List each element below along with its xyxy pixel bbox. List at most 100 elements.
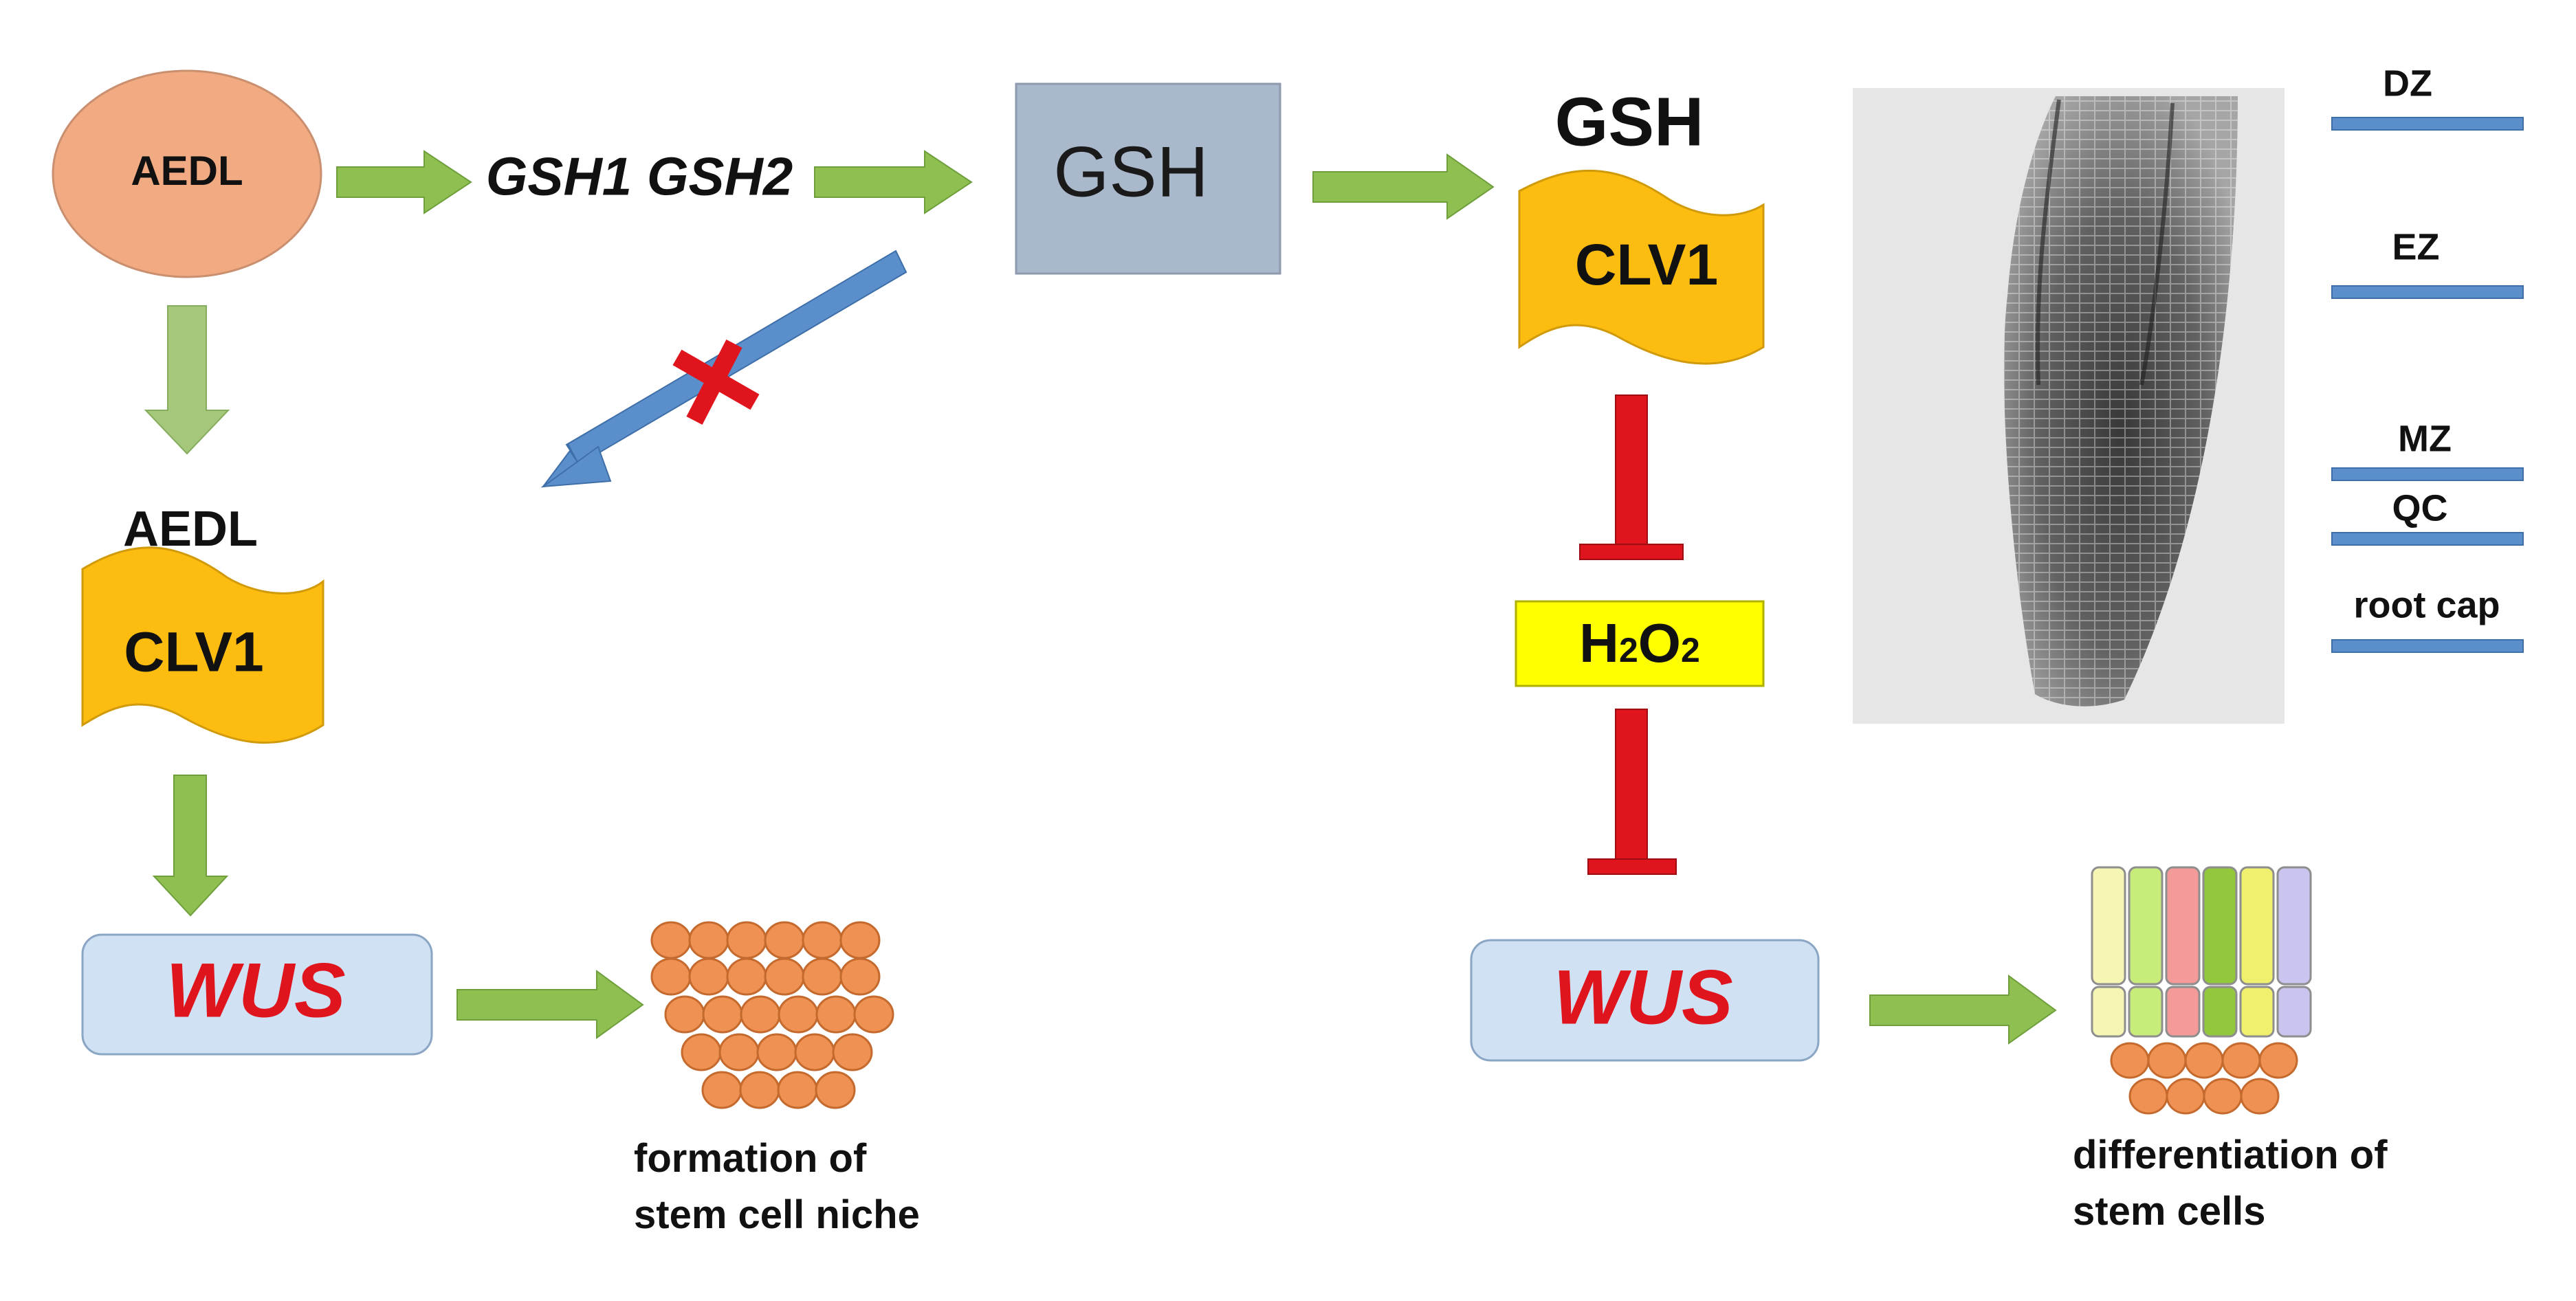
stem-cell <box>718 1033 760 1071</box>
gsh-box: GSH <box>1015 82 1281 275</box>
diff-cell-upper <box>2165 866 2201 986</box>
blue-arrow-head <box>540 445 612 488</box>
inhibit-stem-top <box>1615 394 1648 554</box>
stem-cell <box>839 921 881 959</box>
inhibit-bar-top <box>1579 544 1684 560</box>
gsh-box-rect <box>1015 82 1281 275</box>
blocked-arrow <box>540 249 907 488</box>
wus-right-label: WUS <box>1553 955 1732 1041</box>
inhibit-clv1-h2o2 <box>1579 394 1684 560</box>
inhibit-bar-bottom <box>1587 858 1677 875</box>
diff-cell-lower <box>2276 986 2312 1038</box>
zone-label: root cap <box>2353 584 2500 625</box>
stem-cell <box>794 1033 835 1071</box>
stem-cell <box>777 1071 818 1109</box>
stem-cell <box>764 921 805 959</box>
clv1-left: CLV1 <box>81 546 324 744</box>
stem-cell <box>2184 1042 2224 1079</box>
caption-right-line1: differentiation of <box>2073 1133 2388 1177</box>
caption-left-line1: formation of <box>634 1136 867 1181</box>
arrow-aedl-down <box>144 305 230 455</box>
stem-cell <box>688 957 729 996</box>
stem-cell <box>702 995 743 1034</box>
clv1-left-label: CLV1 <box>124 621 264 684</box>
stem-cell <box>726 921 767 959</box>
stem-cell <box>802 957 843 996</box>
diff-cell-lower <box>2091 986 2126 1038</box>
arrow-wus-to-niche <box>456 970 644 1039</box>
stem-cell-cluster-icon <box>650 921 894 1109</box>
stem-cell <box>650 957 692 996</box>
wus-left-box: WUS <box>81 933 433 1056</box>
stem-cell <box>815 1071 856 1109</box>
inhibit-stem-bottom <box>1615 709 1648 865</box>
stem-cell <box>739 1071 780 1109</box>
arrow-gsh-genes-to-gsh-box <box>814 150 973 214</box>
stem-cell <box>2203 1078 2243 1115</box>
stem-cell <box>2110 1042 2150 1079</box>
wus-right-box: WUS <box>1470 939 1820 1062</box>
diff-cell-lower <box>2165 986 2201 1038</box>
zone-label: MZ <box>2398 418 2452 459</box>
stem-cell <box>2240 1078 2280 1115</box>
zone-marker-bar <box>2331 285 2524 299</box>
diff-cell-upper <box>2239 866 2275 986</box>
stem-cell <box>2221 1042 2261 1079</box>
stem-cell <box>853 995 894 1034</box>
wus-left-label: WUS <box>166 948 345 1034</box>
stem-cell <box>701 1071 742 1109</box>
arrow-gsh-box-to-clv1 <box>1312 153 1495 220</box>
stem-cell <box>839 957 881 996</box>
zone-marker-bar <box>2331 532 2524 546</box>
stem-cell <box>740 995 781 1034</box>
h2o2-rect <box>1515 600 1765 687</box>
stem-cell <box>802 921 843 959</box>
zone-marker-bar <box>2331 467 2524 481</box>
root-tip-micrograph <box>1853 88 2285 724</box>
arrow-clv1-to-wus-left <box>152 775 229 917</box>
aedl-node: AEDL <box>52 69 322 278</box>
stem-cell <box>2147 1042 2187 1079</box>
clv1-right: CLV1 <box>1518 169 1765 365</box>
stem-cell <box>726 957 767 996</box>
zone-label: DZ <box>2383 63 2432 104</box>
diff-cell-upper <box>2276 866 2312 986</box>
gsh-title: GSH <box>1555 83 1704 160</box>
block-cross-icon <box>672 340 760 425</box>
clv1-right-wave <box>1518 169 1765 365</box>
clv1-right-label: CLV1 <box>1575 232 1718 297</box>
aedl-oval <box>52 69 322 278</box>
stem-cell <box>832 1033 873 1071</box>
stem-cell <box>664 995 705 1034</box>
stem-cell <box>681 1033 722 1071</box>
stem-cell <box>756 1033 797 1071</box>
h2o2-box: H2O2 <box>1515 600 1765 687</box>
stem-cell <box>688 921 729 959</box>
zone-marker-bar <box>2331 117 2524 131</box>
h2o2-label: H2O2 <box>1579 612 1700 674</box>
diff-cell-upper <box>2202 866 2238 986</box>
stem-cell <box>2128 1078 2168 1115</box>
gsh-genes-label: GSH1 GSH2 <box>486 146 793 207</box>
stem-cell <box>650 921 692 959</box>
diff-cell-lower <box>2128 986 2164 1038</box>
clv1-left-wave <box>81 546 324 744</box>
wus-right-rect <box>1470 939 1820 1062</box>
stem-cell <box>764 957 805 996</box>
stem-cell <box>2258 1042 2298 1079</box>
root-zone-legend: DZ EZ MZ QC root cap <box>2331 63 2524 653</box>
diff-cell-upper <box>2091 866 2126 986</box>
diff-cell-upper <box>2128 866 2164 986</box>
inhibit-h2o2-wus <box>1587 709 1677 875</box>
wus-left-rect <box>81 933 433 1056</box>
arrow-aedl-to-gsh-genes <box>336 150 472 214</box>
caption-left-line2: stem cell niche <box>634 1192 920 1237</box>
zone-label: QC <box>2392 487 2448 529</box>
stem-cell <box>815 995 857 1034</box>
diff-cell-lower <box>2202 986 2238 1038</box>
gsh-box-label: GSH <box>1053 132 1208 212</box>
diff-cell-lower <box>2239 986 2275 1038</box>
zone-label: EZ <box>2392 226 2439 267</box>
stem-cell <box>2166 1078 2205 1115</box>
